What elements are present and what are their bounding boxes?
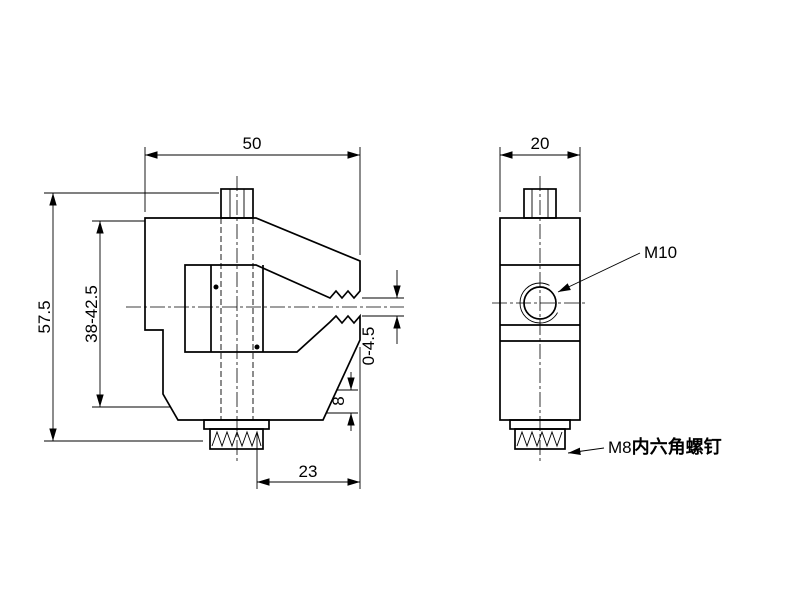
m10-annotation: M10: [557, 243, 677, 293]
m8-screw-annotation: M8内六角螺钉: [567, 436, 722, 457]
dim-text-50: 50: [243, 134, 262, 153]
dim-gap: 0-4.5: [359, 270, 404, 365]
dim-text-20: 20: [531, 134, 550, 153]
side-top-bolt: [523, 188, 557, 219]
dim-width-top: 50: [144, 134, 361, 255]
screw-head: [514, 428, 566, 450]
label-m10: M10: [644, 243, 677, 262]
dim-side-width: 20: [499, 134, 581, 212]
thread-dot-upper: [213, 284, 219, 290]
dim-text-38-42-5: 38-42.5: [82, 285, 101, 343]
m10-hole-circle: [523, 286, 557, 320]
screw-head: [209, 428, 264, 450]
side-bottom-screw: [509, 419, 571, 450]
dim-text-0-4-5: 0-4.5: [359, 327, 378, 366]
leader-line: [567, 447, 605, 455]
front-view: 50 57.5 38-42.5 8: [35, 134, 404, 489]
screw-knurl: [211, 430, 262, 448]
dim-jaw: 8: [327, 372, 358, 431]
label-m8-type: 内六角螺钉: [632, 436, 722, 457]
clamp-body-outline: [144, 217, 361, 421]
m10-thread-circle: [519, 282, 561, 324]
inner-slot: [210, 218, 264, 420]
dim-text-57-5: 57.5: [35, 300, 54, 333]
front-bottom-screw: [203, 419, 270, 450]
screw-knurl: [516, 430, 563, 448]
dim-text-8: 8: [329, 396, 348, 405]
front-top-bolt: [220, 188, 254, 219]
label-m8-screw: M8内六角螺钉: [608, 436, 722, 457]
dim-inner-height: 38-42.5: [82, 220, 170, 408]
dim-bottom-width: 23: [256, 347, 361, 489]
side-view: 20 M10 M8内六角螺钉: [492, 134, 722, 464]
leader-line: [557, 252, 641, 293]
top-bolt-head: [220, 188, 254, 219]
dim-overall-height: 57.5: [35, 192, 219, 442]
label-m8-size: M8: [608, 438, 632, 457]
top-bolt-head: [523, 188, 557, 219]
dim-text-23: 23: [299, 462, 318, 481]
thread-dot-lower: [254, 344, 260, 350]
